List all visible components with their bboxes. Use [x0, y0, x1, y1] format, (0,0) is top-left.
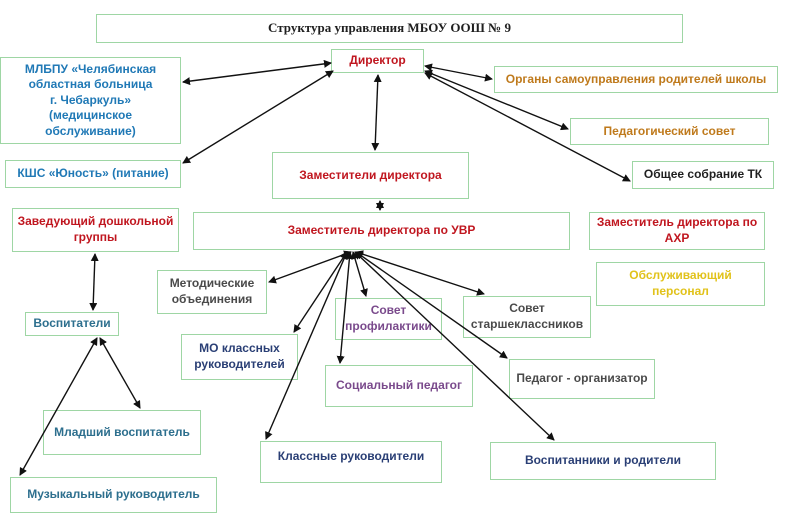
- node-mo-class-teachers: МО классных руководителей: [181, 334, 298, 380]
- node-method-assoc: Методические объединения: [157, 270, 267, 314]
- arrow-uvr-pupils: [354, 251, 555, 441]
- node-ped-council: Педагогический совет: [570, 118, 769, 145]
- arrow-director-deputies: [371, 74, 382, 151]
- arrow-director-hospital: [182, 59, 332, 86]
- arrow-preschool-educators: [89, 253, 99, 311]
- arrow-uvr-senior: [355, 250, 485, 296]
- node-pupils-parents: Воспитанники и родители: [490, 442, 716, 480]
- node-deputy-uvr: Заместитель директора по УВР: [193, 212, 570, 250]
- node-hospital: МЛБПУ «Челябинская областная больница г.…: [0, 57, 181, 144]
- node-educators: Воспитатели: [25, 312, 119, 336]
- chart-title: Структура управления МБОУ ООШ № 9: [96, 14, 683, 43]
- node-class-teachers: Классные руководители: [260, 441, 442, 483]
- node-social-teacher: Социальный педагог: [325, 365, 473, 407]
- node-director: Директор: [331, 49, 424, 73]
- node-organizer: Педагог - организатор: [509, 359, 655, 399]
- node-service-staff: Обслуживающий персонал: [596, 262, 765, 306]
- node-senior-council: Совет старшеклассников: [463, 296, 591, 338]
- arrow-uvr-method: [268, 250, 352, 284]
- arrow-uvr-prevention: [351, 251, 368, 297]
- node-kshs: КШС «Юность» (питание): [5, 160, 181, 188]
- node-deputy-ahr: Заместитель директора по АХР: [589, 212, 765, 250]
- arrow-director-parents-gov: [424, 63, 493, 82]
- node-deputies: Заместители директора: [272, 152, 469, 199]
- arrow-educators-junior: [99, 337, 141, 409]
- node-parents-gov: Органы самоуправления родителей школы: [494, 66, 778, 93]
- node-general-meeting: Общее собрание ТК: [632, 161, 774, 189]
- node-preschool-head: Заведующий дошкольной группы: [12, 208, 179, 252]
- node-prevention-council: Совет профилактики: [335, 298, 442, 340]
- arrow-director-kshs: [182, 70, 334, 164]
- node-junior-educator: Младший воспитатель: [43, 410, 201, 455]
- node-music-director: Музыкальный руководитель: [10, 477, 217, 513]
